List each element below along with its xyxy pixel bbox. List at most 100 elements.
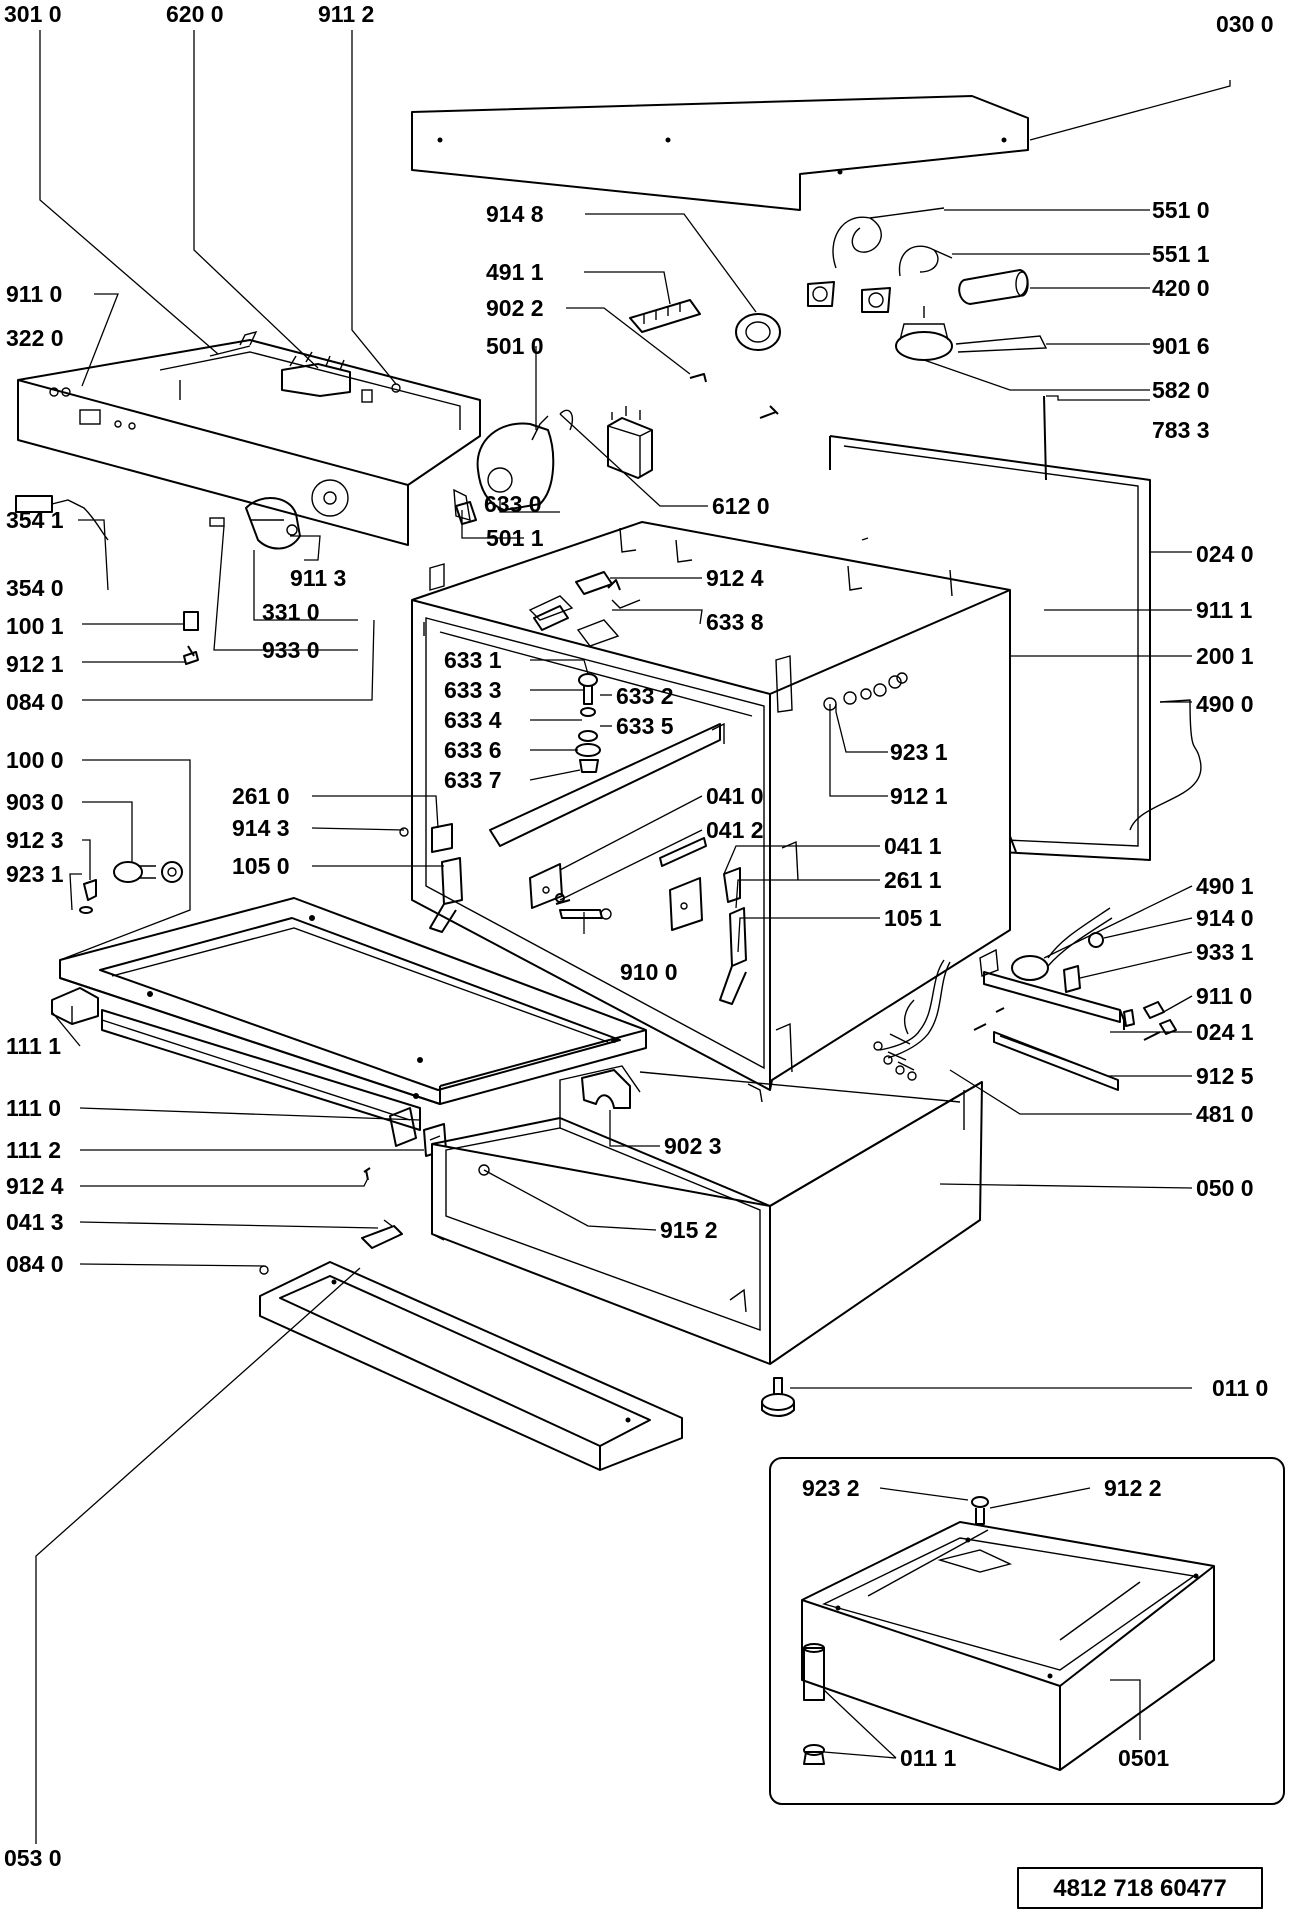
label-9023: 902 3 [664, 1133, 722, 1159]
rod-0412 [659, 837, 707, 867]
top-cover-plate [411, 95, 1029, 211]
screw-9152 [478, 1164, 490, 1176]
base-frame-0501 [801, 1521, 1215, 1771]
label-9124b: 912 4 [6, 1173, 64, 1199]
label-2610: 261 0 [232, 783, 290, 809]
label-3220: 322 0 [6, 325, 64, 351]
hinge-clip-1111 [51, 987, 99, 1025]
label-9100: 910 0 [620, 959, 678, 985]
screw-9123 [83, 879, 97, 901]
main-tub-cabinet [411, 521, 1011, 1103]
document-number-box [1017, 1867, 1263, 1909]
wiring-harness [873, 959, 951, 1081]
screw-9125 [973, 1007, 1005, 1031]
label-0413: 041 3 [6, 1209, 64, 1235]
label-9232: 923 2 [802, 1475, 860, 1501]
hose-4901 [1011, 907, 1113, 981]
label-9148: 914 8 [486, 201, 544, 227]
washer-0840b [259, 1265, 269, 1275]
pin-9100 [559, 908, 612, 920]
label-3540: 354 0 [6, 575, 64, 601]
hinge-plate-0412 [529, 863, 563, 909]
label-0412: 041 2 [706, 817, 764, 843]
label-4901: 490 1 [1196, 873, 1254, 899]
label-3541: 354 1 [6, 507, 64, 533]
label-9330: 933 0 [262, 637, 320, 663]
strip-0241 [983, 971, 1125, 1091]
inset-box [769, 1457, 1285, 1805]
label-9123: 912 3 [6, 827, 64, 853]
thermostat-coil-lower [861, 245, 953, 313]
label-7833: 783 3 [1152, 417, 1210, 443]
label-5011: 501 1 [486, 525, 544, 551]
bracket-9023 [581, 1069, 631, 1109]
screw-9112 [391, 383, 401, 393]
label-9016: 901 6 [1152, 333, 1210, 359]
label-9231a: 923 1 [890, 739, 948, 765]
door-frame [59, 897, 647, 1105]
label-4810: 481 0 [1196, 1101, 1254, 1127]
rod-7833 [1043, 395, 1047, 481]
label-5510: 551 0 [1152, 197, 1210, 223]
label-6338: 633 8 [706, 609, 764, 635]
label-9112: 911 2 [318, 1, 374, 27]
label-0110: 011 0 [1212, 1375, 1268, 1401]
relay-box [607, 406, 653, 479]
label-9121a: 912 1 [6, 651, 64, 677]
part-5011 [455, 501, 477, 525]
label-5010: 501 0 [486, 333, 544, 359]
part-9331 [1063, 965, 1081, 993]
screw-9022 [689, 373, 707, 383]
bracket-0413 [361, 1219, 403, 1249]
label-0840b: 084 0 [6, 1251, 64, 1277]
bottom-bar-1110 [101, 1009, 421, 1147]
thermostat-coil-upper [807, 207, 945, 307]
label-9140: 914 0 [1196, 905, 1254, 931]
timer-module [281, 351, 373, 403]
label-9030: 903 0 [6, 789, 64, 815]
hinge-arm-2611 [719, 867, 747, 1005]
label-2001: 200 1 [1196, 643, 1254, 669]
label-1050: 105 0 [232, 853, 290, 879]
label-0501: 0501 [1118, 1745, 1169, 1771]
screw-small [759, 405, 779, 419]
label-0300: 030 0 [1216, 11, 1274, 37]
label-6333: 633 3 [444, 677, 502, 703]
label-9121b: 912 1 [890, 783, 948, 809]
base-frame [431, 1065, 983, 1365]
label-9111: 911 1 [1196, 597, 1252, 623]
screw-9121 [183, 645, 199, 665]
label-9110a: 911 0 [6, 281, 62, 307]
screw-9030 [113, 861, 183, 883]
label-9125: 912 5 [1196, 1063, 1254, 1089]
part-labels: 301 0 620 0 911 2 030 0 914 8 491 1 902 … [4, 1, 1274, 1871]
label-0111: 011 1 [900, 1745, 956, 1771]
label-4900: 490 0 [1196, 691, 1254, 717]
label-9022: 902 2 [486, 295, 544, 321]
document-number: 4812 718 60477 [1053, 1875, 1227, 1902]
control-panel [17, 330, 481, 546]
label-1000: 100 0 [6, 747, 64, 773]
label-9231b: 923 1 [6, 861, 64, 887]
label-3310: 331 0 [262, 599, 320, 625]
seal-ring [735, 313, 781, 351]
label-4911: 491 1 [486, 259, 544, 285]
screw-9143 [399, 827, 409, 837]
label-2611: 261 1 [884, 867, 942, 893]
adjustable-foot [761, 1377, 795, 1417]
label-0500: 050 0 [1196, 1175, 1254, 1201]
washer-9231 [79, 906, 93, 914]
hinge-plate-0411 [669, 877, 703, 931]
plinth-board [259, 1261, 683, 1471]
control-knob [245, 496, 301, 550]
label-5820: 582 0 [1152, 377, 1210, 403]
label-9110b: 911 0 [1196, 983, 1252, 1009]
label-6334: 633 4 [444, 707, 502, 733]
label-6332: 633 2 [616, 683, 674, 709]
drain-pump-motor [453, 409, 574, 521]
pressure-switch [895, 306, 1048, 361]
label-6335: 633 5 [616, 713, 674, 739]
label-1110: 111 0 [6, 1095, 61, 1121]
label-9143: 914 3 [232, 815, 290, 841]
